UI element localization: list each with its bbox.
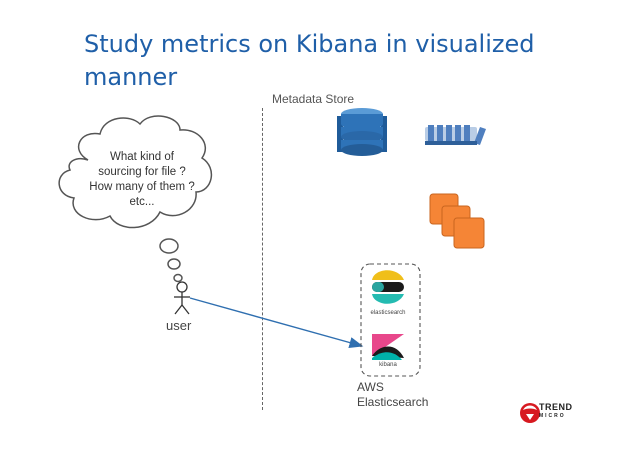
thought-line-1: What kind of [110,151,174,163]
kinesis-icon [425,125,486,145]
aws-label-line-2: Elasticsearch [357,395,429,409]
user-to-kibana-arrow [189,297,364,349]
slide-title-line-2: manner [84,63,178,91]
trend-micro-brand: TREND MICRO [539,402,573,419]
user-label: user [166,318,192,333]
kibana-caption: kibana [379,362,397,368]
trend-micro-logo-icon [520,403,540,423]
elasticsearch-caption: elasticsearch [370,310,406,316]
aws-elasticsearch-label: AWS Elasticsearch [357,380,428,410]
aws-label-line-1: AWS [357,380,384,394]
thought-line-3: How many of them ? [89,181,195,193]
elasticsearch-logo-icon [372,270,404,304]
slide-title: Study metrics on Kibana in visualized ma… [84,28,544,94]
metadata-store-label: Metadata Store [272,92,355,106]
dynamodb-icon [337,108,387,156]
section-divider [262,108,263,410]
aws-elasticsearch-group [360,263,421,377]
brand-sub: MICRO [539,413,566,419]
thought-bubble-text: What kind of sourcing for file ? How man… [82,150,202,210]
slide-title-line-1: Study metrics on Kibana in visualized [84,30,535,58]
thought-line-2: sourcing for file ? [98,166,186,178]
thought-cloud-icon [58,115,213,283]
thought-line-4: etc... [129,196,155,208]
kibana-logo-icon [372,334,404,360]
ec2-instances-icon [429,193,485,249]
brand-name: TREND [539,402,573,412]
user-figure-icon [174,281,190,315]
